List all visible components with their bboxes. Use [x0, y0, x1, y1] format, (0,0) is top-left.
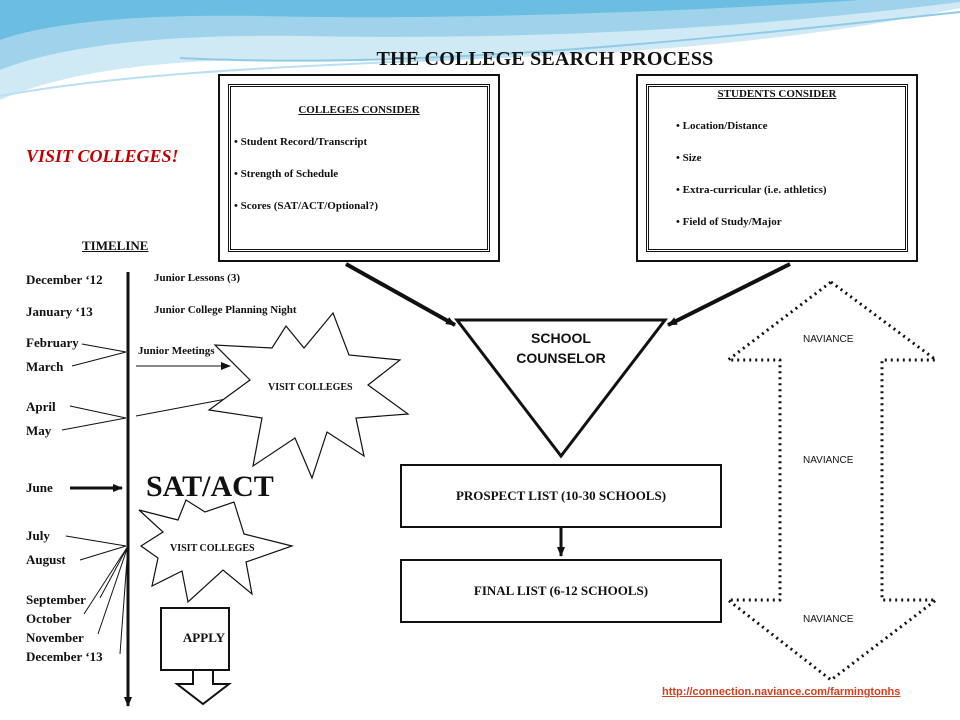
arrow-students-to-counselor [667, 262, 791, 327]
timeline-month: June [26, 480, 53, 495]
timeline-pointer [99, 545, 129, 599]
apply-down-arrow [174, 669, 232, 706]
school-counselor-label: SCHOOL COUNSELOR [516, 330, 606, 366]
timeline-month: August [26, 552, 66, 567]
colleges-consider-item: • Scores (SAT/ACT/Optional?) [234, 200, 379, 212]
colleges-consider-item: • Strength of Schedule [234, 168, 339, 180]
colleges-consider-item: • Student Record/Transcript [234, 136, 368, 148]
page-title: THE COLLEGE SEARCH PROCESS [376, 48, 714, 70]
naviance-double-arrow [726, 280, 938, 682]
visit-colleges-burst-2 [138, 499, 295, 604]
timeline-month: January ‘13 [26, 304, 93, 319]
naviance-label: NAVIANCE [803, 334, 854, 345]
timeline-label: TIMELINE [82, 238, 149, 253]
timeline-pointer [119, 545, 129, 655]
timeline-month: April [26, 399, 56, 414]
timeline-pointer [81, 343, 127, 353]
timeline-pointer [97, 545, 129, 635]
students-consider-item: • Extra-curricular (i.e. athletics) [676, 184, 827, 196]
visit-colleges-burst-1 [207, 311, 410, 480]
timeline-month: February [26, 335, 79, 350]
timeline-month: March [26, 359, 64, 374]
burst-1-label: VISIT COLLEGES [268, 382, 353, 393]
apply-label: APPLY [182, 630, 226, 645]
sat-act-label: SAT/ACT [146, 470, 274, 503]
timeline-month: December ‘13 [26, 649, 103, 664]
timeline-event: Junior Lessons (3) [154, 272, 240, 284]
students-consider-title: STUDENTS CONSIDER [717, 88, 837, 100]
colleges-consider-title: COLLEGES CONSIDER [298, 104, 420, 116]
timeline-pointer [79, 545, 127, 561]
timeline-event: Junior College Planning Night [154, 304, 297, 316]
timeline-month: July [26, 528, 50, 543]
naviance-label: NAVIANCE [803, 455, 854, 466]
timeline-pointer [65, 535, 127, 547]
timeline-month: September [26, 592, 86, 607]
header-wave-decoration [0, 0, 960, 100]
naviance-label: NAVIANCE [803, 614, 854, 625]
timeline-month: November [26, 630, 84, 645]
timeline-pointer [69, 405, 127, 419]
apply-box [160, 607, 230, 671]
timeline-month: December ‘12 [26, 272, 103, 287]
students-consider-item: • Field of Study/Major [676, 216, 782, 228]
prospect-list-box: PROSPECT LIST (10-30 SCHOOLS) [400, 464, 722, 528]
students-consider-box: STUDENTS CONSIDER • Location/Distance • … [636, 74, 918, 262]
timeline-pointer [83, 545, 129, 615]
burst-2-label: VISIT COLLEGES [170, 543, 255, 554]
timeline-pointer [61, 417, 127, 431]
students-consider-item: • Location/Distance [676, 120, 768, 132]
final-list-box: FINAL LIST (6-12 SCHOOLS) [400, 559, 722, 623]
colleges-consider-box: COLLEGES CONSIDER • Student Record/Trans… [218, 74, 500, 262]
visit-colleges-headline: VISIT COLLEGES! [26, 146, 179, 166]
timeline-month: October [26, 611, 72, 626]
timeline-event: Junior Meetings [138, 345, 215, 357]
students-consider-item: • Size [676, 152, 702, 164]
timeline-pointer [71, 351, 127, 367]
naviance-link[interactable]: http://connection.naviance.com/farmingto… [662, 686, 901, 698]
school-counselor-triangle [453, 318, 669, 459]
timeline-month: May [26, 423, 52, 438]
arrow-colleges-to-counselor [345, 262, 456, 327]
